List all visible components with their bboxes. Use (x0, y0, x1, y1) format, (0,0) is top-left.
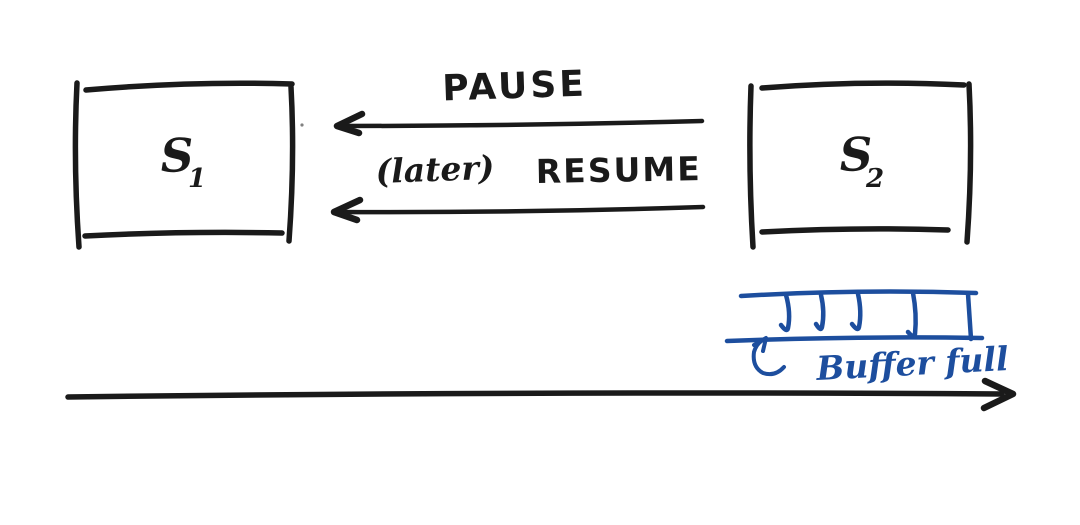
s2-box-bottom-edge (759, 226, 951, 235)
ink-dot (300, 123, 304, 127)
message-resume: (later) RESUME (330, 148, 706, 224)
buffer-top-line (738, 289, 979, 299)
buffer-full-annotation: Buffer full (751, 336, 1009, 388)
resume-label: RESUME (535, 149, 702, 191)
node-s1-label: S (159, 128, 194, 183)
buffer-tick (905, 290, 918, 339)
buffer-right-edge (965, 291, 974, 342)
s1-box-bottom-edge (82, 229, 285, 239)
pause-label: PAUSE (442, 63, 588, 109)
buffer-tick (778, 292, 792, 333)
node-s2: S 2 (747, 80, 974, 250)
node-s1-subscript: 1 (188, 164, 206, 194)
pause-arrowhead (333, 110, 366, 137)
buffer-tick (849, 291, 863, 332)
buffer-tick (813, 292, 826, 332)
resume-arrowhead (330, 196, 364, 224)
node-s2-subscript: 2 (865, 164, 884, 194)
buffer-full-label: Buffer full (814, 339, 1009, 388)
message-pause: PAUSE (300, 63, 705, 137)
buffer-sketch (724, 289, 985, 344)
node-s1: S 1 (72, 80, 296, 250)
resume-arrow-shaft (335, 204, 706, 215)
s2-box-left-edge (747, 83, 756, 250)
buffer-curved-arrowhead (752, 336, 768, 353)
timeline-arrowhead (980, 377, 1017, 412)
timeline-axis (65, 377, 1017, 412)
node-s2-label: S (838, 127, 873, 182)
timeline-line (65, 390, 1005, 400)
s1-box-top-edge (83, 80, 295, 93)
resume-prefix-label: (later) (375, 148, 495, 191)
s1-box-right-edge (286, 84, 296, 244)
s1-box-left-edge (72, 80, 82, 250)
pause-arrow-shaft (338, 118, 705, 129)
s2-box-right-edge (964, 81, 974, 245)
s2-box-top-edge (759, 80, 967, 91)
